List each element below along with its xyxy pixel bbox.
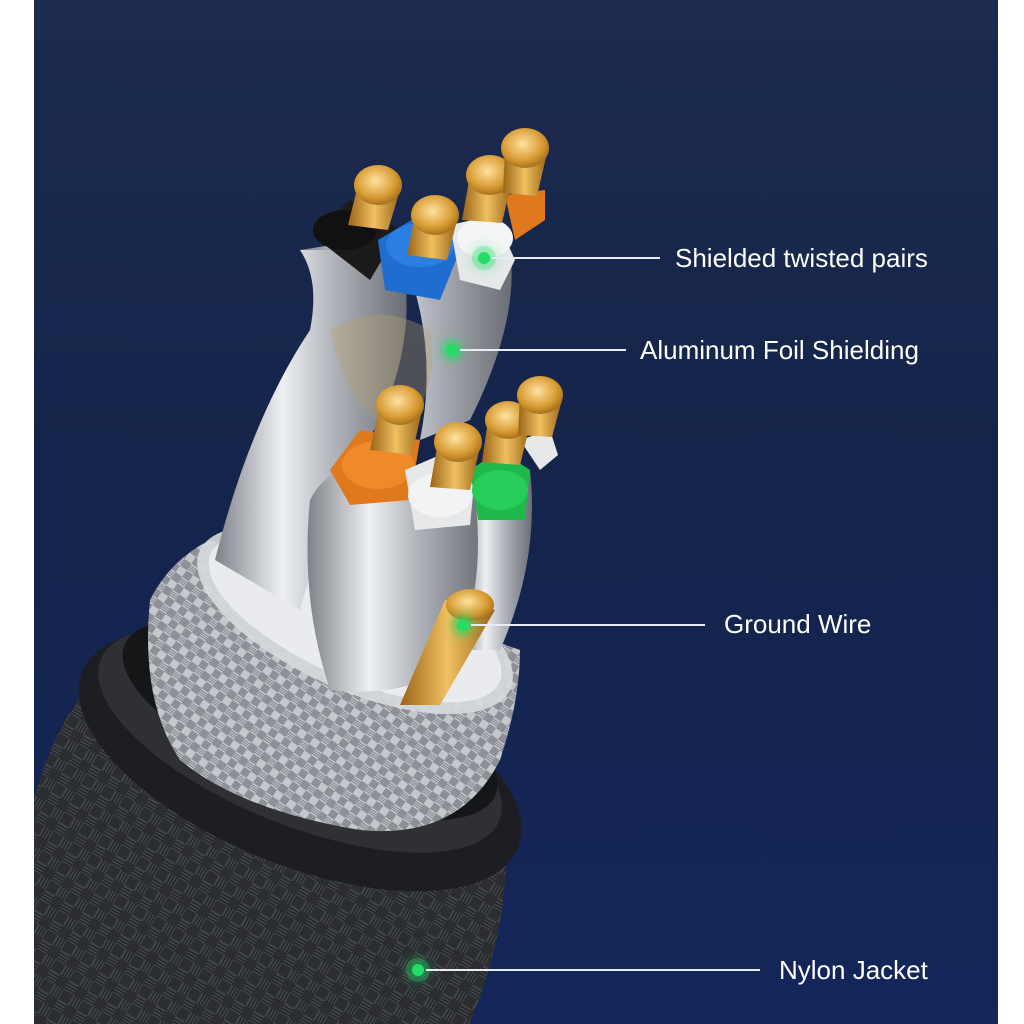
green-dot-icon (412, 964, 424, 976)
leader-line (460, 349, 626, 351)
leader-line (492, 257, 660, 259)
leader-line (471, 624, 705, 626)
green-dot-icon (446, 344, 458, 356)
copper-conductors (348, 128, 563, 490)
callout-shielded-twisted-pairs: Shielded twisted pairs (675, 243, 928, 273)
callout-nylon-jacket: Nylon Jacket (779, 955, 928, 985)
green-dot-icon (478, 252, 490, 264)
ground-wire-strands (400, 589, 495, 705)
leader-line (426, 969, 760, 971)
green-dot-icon (457, 619, 469, 631)
callout-ground-wire: Ground Wire (724, 609, 872, 639)
callout-aluminum-foil-shielding: Aluminum Foil Shielding (640, 335, 919, 365)
